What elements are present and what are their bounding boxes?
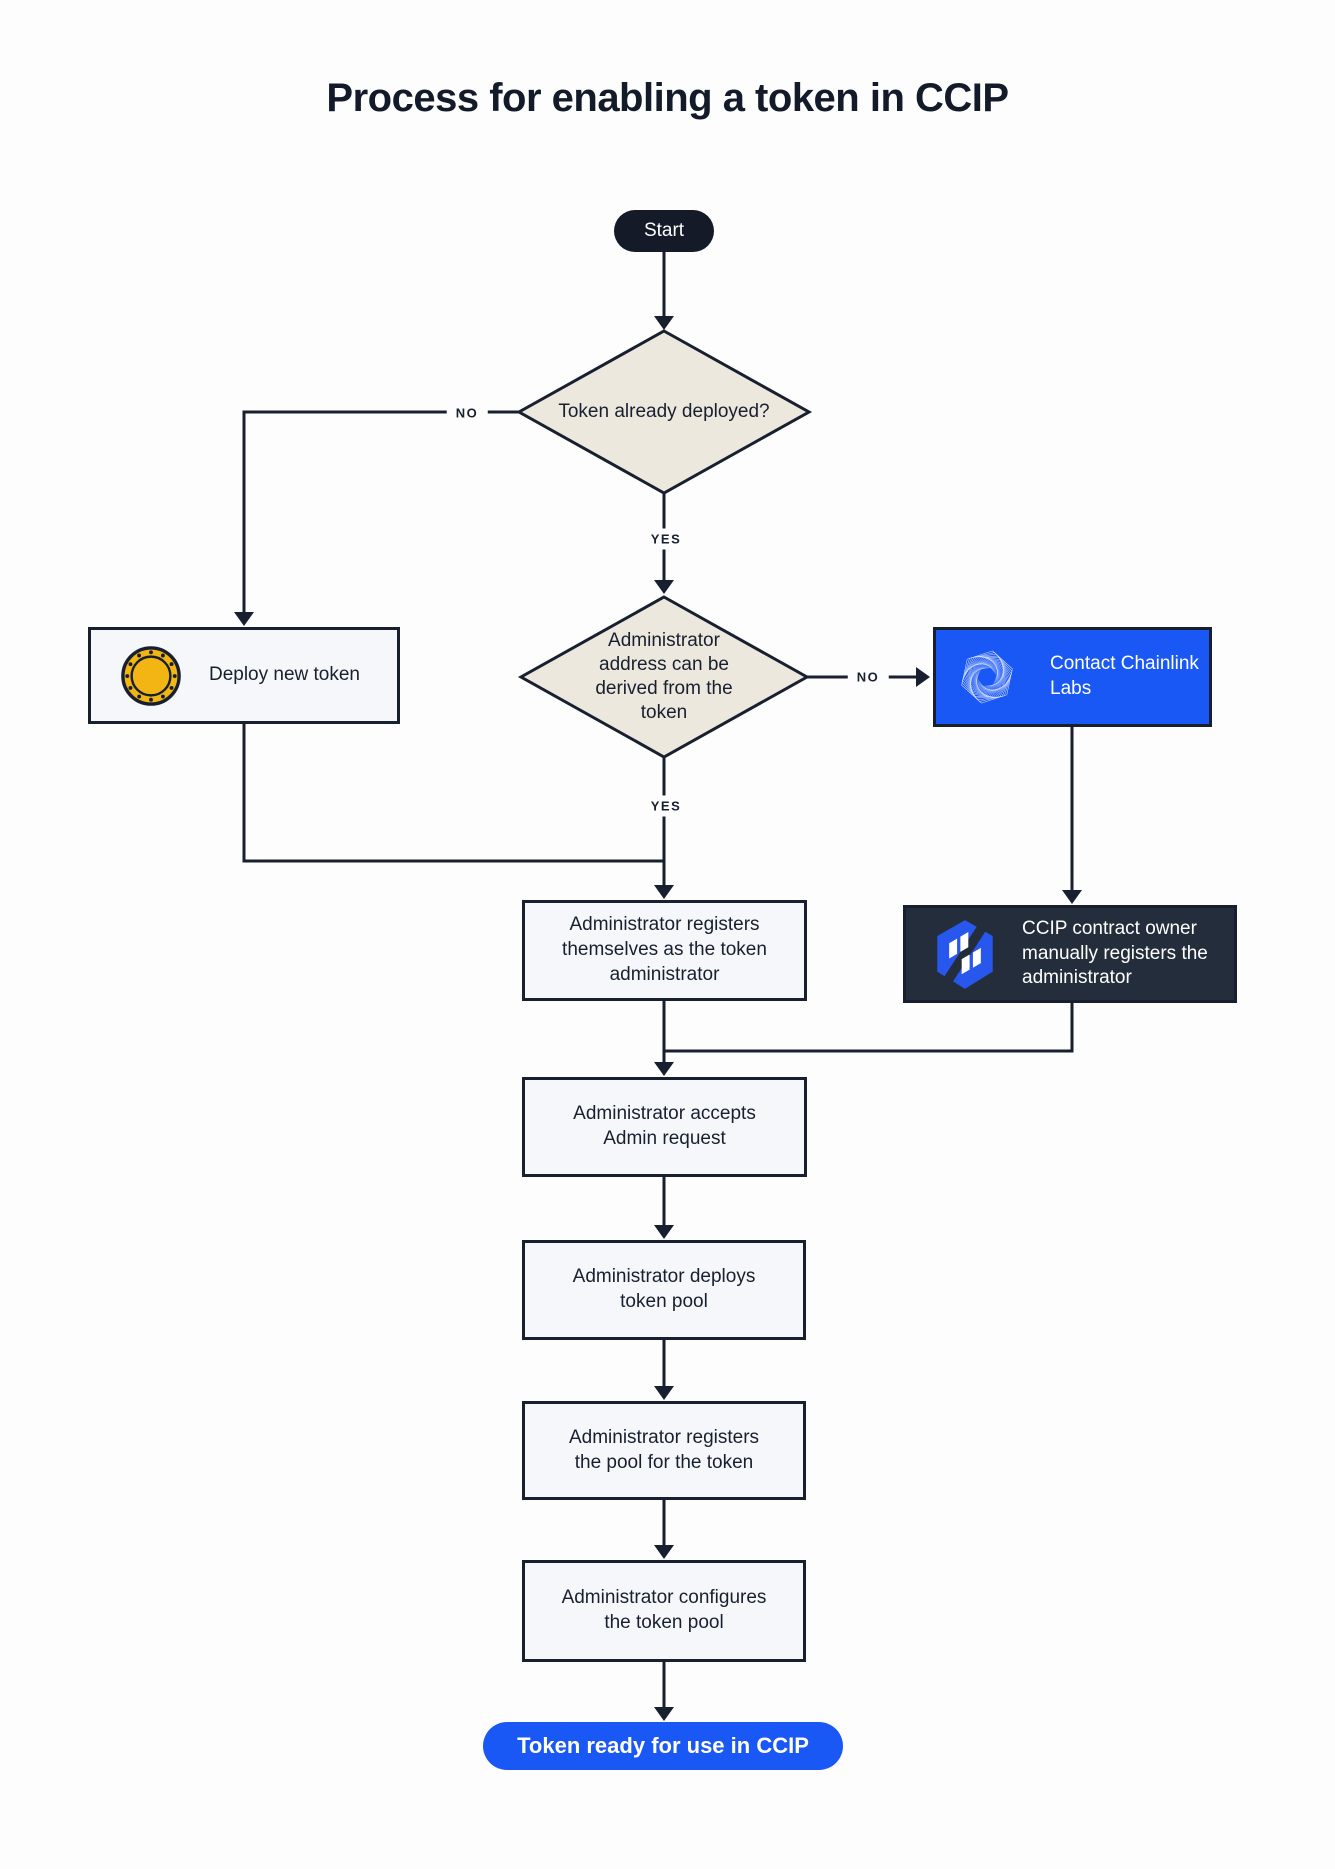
ccip-logo-icon [937,919,993,989]
edge-label-yes-token-deployed: YES [641,528,691,550]
process-label: Deploy new token [208,664,361,686]
process-admin-accepts: Administrator accepts Admin request [522,1077,807,1177]
chainlink-labs-logo-icon [961,650,1013,704]
terminal-token-ready: Token ready for use in CCIP [483,1722,843,1770]
process-deploy-new-token: Deploy new token [88,627,400,724]
page-title: Process for enabling a token in CCIP [326,76,1009,120]
process-ccip-owner-registers: CCIP contract owner manually registers t… [903,905,1237,1003]
decision-token-deployed: Token already deployed? [558,401,770,423]
process-label: CCIP contract owner manually registers t… [1022,917,1208,989]
process-admin-deploys-pool: Administrator deploys token pool [522,1240,806,1340]
edge-label-no-token-deployed: NO [446,402,488,424]
start-label: Start [643,219,685,241]
coin-icon [121,645,181,706]
process-admin-configures-pool: Administrator configures the token pool [522,1560,806,1662]
edge-label-no-admin-address: NO [847,666,889,688]
process-contact-chainlink-labs: Contact Chainlink Labs [933,627,1212,727]
edge-label-yes-admin-address: YES [641,795,691,817]
process-label: Contact Chainlink Labs [1050,653,1199,699]
process-admin-registers-self: Administrator registers themselves as th… [522,900,807,1001]
start-node: Start [614,210,714,252]
decision-admin-address: Administrator address can be derived fro… [595,630,733,723]
process-admin-registers-pool: Administrator registers the pool for the… [522,1401,806,1500]
